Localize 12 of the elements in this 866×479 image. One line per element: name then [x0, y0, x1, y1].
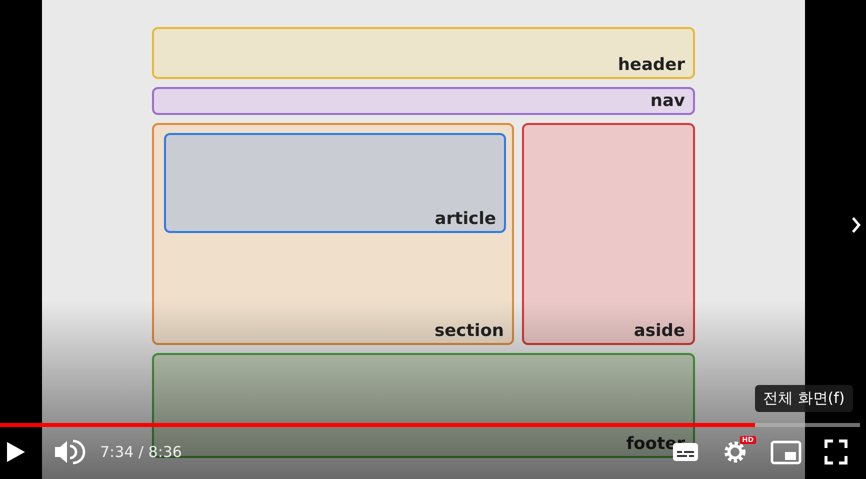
box-label: header: [618, 55, 685, 75]
box-label: article: [434, 209, 496, 229]
box-label: section: [434, 321, 504, 341]
box-label: aside: [634, 321, 685, 341]
layout-box: [152, 123, 514, 345]
time-display: 7:34 / 8:36: [100, 443, 182, 461]
layout-box: [152, 27, 695, 79]
box-label: nav: [650, 91, 685, 111]
tooltip: 전체 화면(f): [755, 385, 853, 412]
layout-box: [152, 87, 695, 115]
layout-box: [164, 133, 506, 233]
layout-box: [522, 123, 695, 345]
